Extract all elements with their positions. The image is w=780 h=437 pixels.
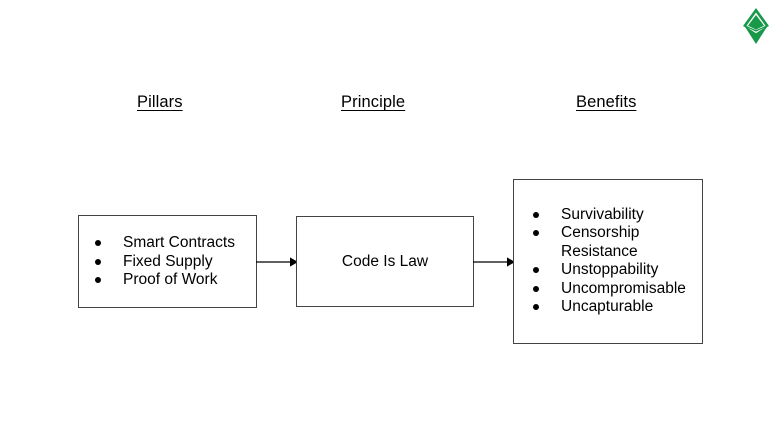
box-pillars: [78, 215, 257, 308]
arrow-pillars-to-principle: [256, 255, 298, 269]
principle-label: Code Is Law: [341, 253, 429, 270]
list-item: Proof of Work: [94, 271, 235, 290]
list-item: Unstoppability: [532, 261, 686, 279]
box-benefits: [513, 179, 703, 344]
benefits-list: Survivability Censorship Resistance Unst…: [532, 206, 686, 316]
list-item: Uncapturable: [532, 298, 686, 316]
list-item: Uncompromisable: [532, 280, 686, 298]
arrow-principle-to-benefits: [473, 255, 515, 269]
list-item: Smart Contracts: [94, 234, 235, 253]
heading-pillars: Pillars: [137, 93, 183, 111]
heading-benefits: Benefits: [576, 93, 637, 111]
list-item: Survivability: [532, 206, 686, 224]
pillars-list: Smart Contracts Fixed Supply Proof of Wo…: [94, 234, 235, 290]
heading-principle: Principle: [341, 93, 406, 111]
list-item: Fixed Supply: [94, 253, 235, 272]
list-item: Censorship Resistance: [532, 224, 686, 261]
box-principle: [296, 216, 474, 307]
ethereum-classic-logo: [738, 6, 774, 46]
